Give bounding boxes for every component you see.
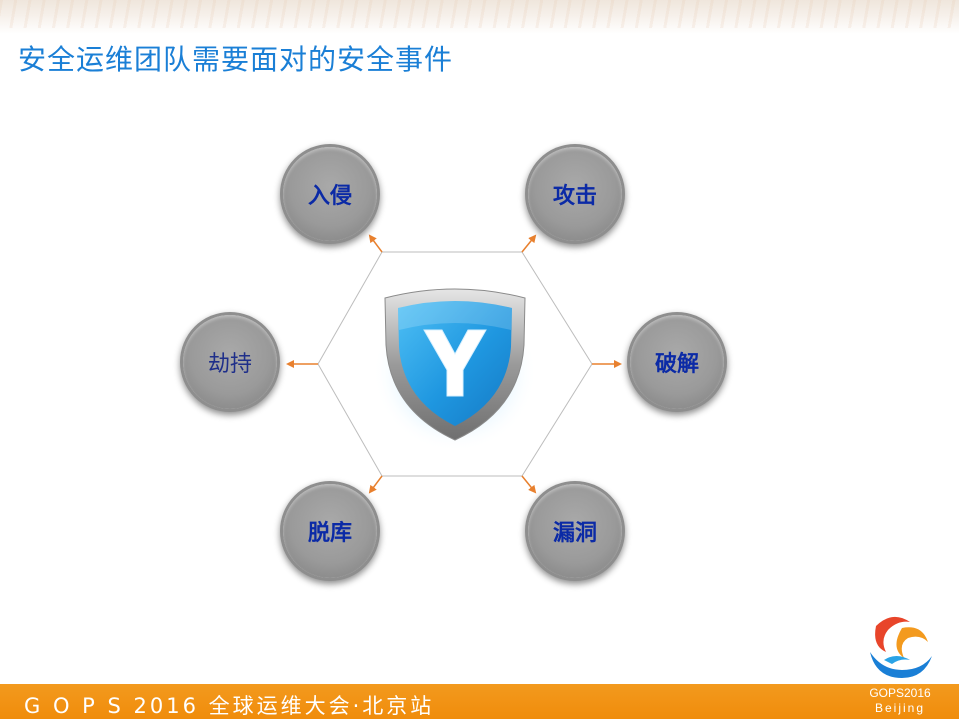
node-intrusion: 入侵 xyxy=(283,147,377,241)
node-attack: 攻击 xyxy=(528,147,622,241)
node-hijack: 劫持 xyxy=(183,315,277,409)
node-crack: 破解 xyxy=(630,315,724,409)
footer-bar xyxy=(0,684,959,719)
node-crack-label: 破解 xyxy=(654,352,699,377)
node-attack-label: 攻击 xyxy=(552,184,597,209)
shield-y-icon xyxy=(373,288,537,452)
top-decorative-band xyxy=(0,0,959,34)
node-hijack-label: 劫持 xyxy=(207,352,252,377)
arrow-to-db-leak xyxy=(368,475,383,494)
node-db-leak: 脱库 xyxy=(283,484,377,578)
arrow-to-intrusion xyxy=(368,234,383,253)
node-db-leak-label: 脱库 xyxy=(307,521,352,546)
node-intrusion-label: 入侵 xyxy=(307,184,352,209)
slide-title: 安全运维团队需要面对的安全事件 xyxy=(18,43,454,76)
arrow-to-attack xyxy=(521,234,537,253)
footer-event-text: G O P S 2016 全球运维大会·北京站 xyxy=(24,694,435,718)
node-vulnerability-label: 漏洞 xyxy=(552,521,597,546)
logo-text-line1: GOPS2016 xyxy=(869,686,931,700)
top-decorative-stripes xyxy=(0,0,959,28)
gops-logo-icon xyxy=(870,616,932,678)
logo-text-line2: Beijing xyxy=(874,701,926,715)
node-vulnerability: 漏洞 xyxy=(528,484,622,578)
arrow-to-vulnerability xyxy=(521,475,537,494)
